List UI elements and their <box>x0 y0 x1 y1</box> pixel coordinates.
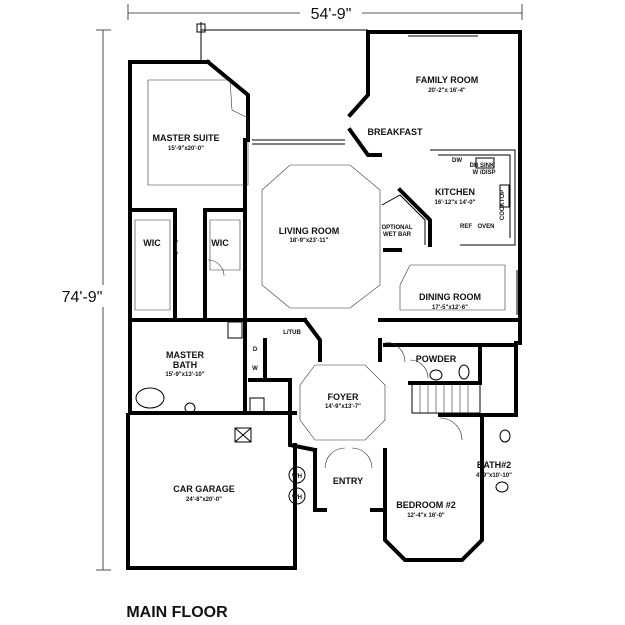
family-room-dims: 20'-2"x 16'-4" <box>428 88 466 94</box>
master-bath-name-2: BATH <box>173 360 197 370</box>
overall-depth-label: 74'-9" <box>62 289 103 306</box>
garage-details <box>234 427 306 505</box>
wet-bar-label: WET BAR <box>383 232 412 238</box>
overall-width-label: 54'-9" <box>311 6 352 23</box>
wic-right-label: WIC <box>211 238 229 248</box>
family-room-name: FAMILY ROOM <box>416 75 479 85</box>
car-garage-name: CAR GARAGE <box>173 484 235 494</box>
room-labels: FAMILY ROOM 20'-2"x 16'-4" BREAKFAST MAS… <box>152 75 512 519</box>
kitchen-counters <box>381 149 516 246</box>
bedroom-2-dims: 12'-4"x 16'-0" <box>407 513 445 519</box>
car-garage-dims: 24'-8"x20'-0" <box>186 497 222 503</box>
foyer-dims: 14'-9"x13'-7" <box>325 404 361 410</box>
powder-sink-icon <box>429 369 443 381</box>
master-suite-name: MASTER SUITE <box>152 133 219 143</box>
plan-title: MAIN FLOOR <box>126 604 228 621</box>
water-heater-2-label: WH <box>292 495 302 501</box>
optional-label: OPTIONAL <box>382 225 413 231</box>
doors <box>175 239 463 469</box>
wic-left-label: WIC <box>143 238 161 248</box>
dining-room-dims: 17'-5"x12'-6" <box>432 305 468 311</box>
living-room-name: LIVING ROOM <box>279 226 340 236</box>
powder-toilet-icon <box>458 364 470 380</box>
refrigerator-label: REF <box>460 224 472 230</box>
kitchen-dims: 16'-12"x 14'-0" <box>435 200 476 206</box>
bath-fixtures <box>135 321 511 493</box>
db-sink-label: DB SINK <box>470 163 495 169</box>
powder-name: POWDER <box>416 354 457 364</box>
oven-label: OVEN <box>477 224 494 230</box>
dining-room-name: DINING ROOM <box>419 292 481 302</box>
bath2-toilet-icon <box>499 429 511 443</box>
breakfast-name: BREAKFAST <box>367 127 423 137</box>
toilet-icon <box>184 402 196 414</box>
bath-2-name: BATH#2 <box>477 460 511 470</box>
washer-label: W <box>252 366 258 372</box>
ceiling-outlines <box>134 79 506 441</box>
bath2-sink-icon <box>495 481 509 493</box>
dryer-label: D <box>253 347 258 353</box>
dishwasher-label: DW <box>452 158 462 164</box>
bath-2-dims: 4'-9"x10'-10" <box>476 473 512 479</box>
living-room-dims: 18'-9"x23'-11" <box>290 238 329 244</box>
sink-icon <box>475 157 495 169</box>
kitchen-name: KITCHEN <box>435 187 475 197</box>
fixture-labels: WIC WIC L/TUB D W WH WH DW DB SINK W /DI… <box>143 158 506 501</box>
foyer-name: FOYER <box>327 392 359 402</box>
cooktop-label: COOKTOP <box>500 190 506 220</box>
master-suite-dims: 15'-9"x20'-0" <box>168 146 204 152</box>
water-heater-1-label: WH <box>292 474 302 480</box>
overall-width-dimension: 54'-9" <box>127 3 523 23</box>
overall-depth-dimension: 74'-9" <box>62 29 111 571</box>
disposal-label: W /DISP <box>472 170 495 176</box>
staircase <box>411 382 481 414</box>
master-bath-dims: 15'-9"x13'-10" <box>165 372 204 378</box>
cooktop-icon <box>499 184 510 208</box>
master-bath-name-1: MASTER <box>166 350 205 360</box>
bedroom-2-name: BEDROOM #2 <box>396 500 456 510</box>
windows <box>196 22 518 561</box>
laundry-tub-label: L/TUB <box>283 330 301 336</box>
entry-name: ENTRY <box>333 476 363 486</box>
tub-icon <box>135 387 165 409</box>
